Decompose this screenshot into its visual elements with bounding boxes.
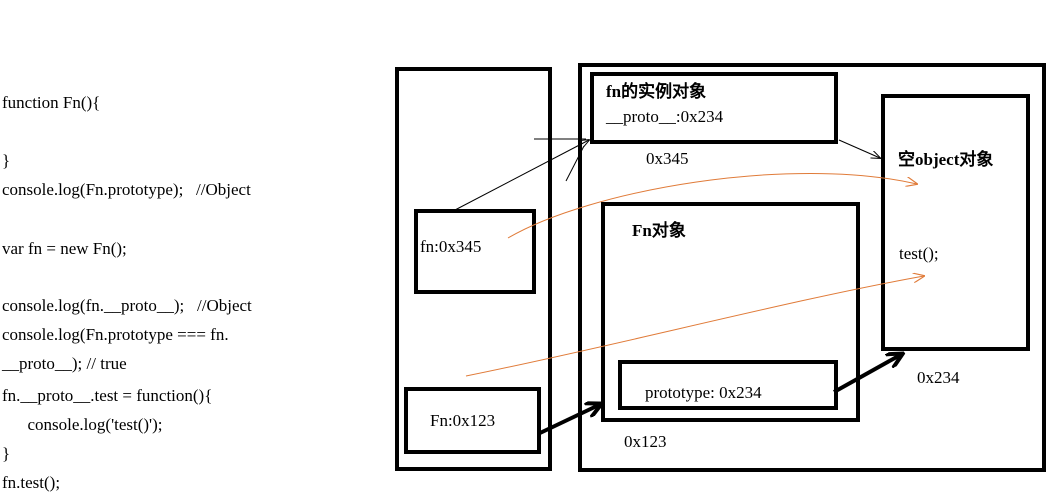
fn-variable-label: fn:0x345 bbox=[420, 237, 482, 256]
code-line: } bbox=[2, 444, 11, 463]
instance-address: 0x345 bbox=[646, 149, 689, 168]
code-line: fn.test(); bbox=[2, 473, 61, 492]
lookup-curve-upper bbox=[507, 172, 917, 239]
empty-object-box bbox=[881, 94, 1030, 351]
empty-object-address: 0x234 bbox=[917, 368, 960, 387]
code-line: var fn = new Fn(); bbox=[2, 239, 127, 258]
heap-frame bbox=[578, 63, 1046, 472]
code-line: console.log('test()'); bbox=[2, 415, 163, 434]
code-line: console.log(fn.__proto__); //Object bbox=[2, 296, 252, 315]
code-line: function Fn(){ bbox=[2, 93, 101, 112]
code-line: } bbox=[2, 151, 11, 170]
prototype-field-label: prototype: 0x234 bbox=[645, 383, 762, 402]
Fn-variable-box bbox=[404, 387, 541, 454]
Fn-variable-label: Fn:0x123 bbox=[430, 411, 496, 430]
stack-frame bbox=[395, 67, 552, 471]
fn-variable-box bbox=[414, 209, 536, 294]
empty-object-method: test(); bbox=[899, 244, 939, 263]
code-line: console.log(Fn.prototype === fn. bbox=[2, 325, 229, 344]
prototype-field-box bbox=[618, 360, 838, 410]
instance-object-box bbox=[590, 72, 838, 144]
empty-object-title: 空object对象 bbox=[898, 150, 994, 169]
code-line: fn.__proto__.test = function(){ bbox=[2, 386, 213, 405]
Fn-object-box bbox=[601, 202, 860, 422]
proto-to-object-arrow bbox=[838, 139, 880, 158]
code-line: __proto__); // true bbox=[2, 354, 127, 373]
Fn-object-title: Fn对象 bbox=[632, 221, 686, 240]
code-line: console.log(Fn.prototype); //Object bbox=[2, 180, 251, 199]
Fn-to-object-arrow bbox=[539, 404, 601, 435]
fn-to-instance-arrow bbox=[454, 140, 589, 211]
instance-proto-field: __proto__:0x234 bbox=[606, 107, 724, 126]
instance-object-title: fn的实例对象 bbox=[606, 82, 707, 101]
lookup-curve-lower bbox=[465, 276, 924, 377]
instance-side-stroke bbox=[565, 145, 585, 182]
prototype-to-object-arrow bbox=[833, 354, 902, 394]
Fn-object-address: 0x123 bbox=[624, 432, 667, 451]
